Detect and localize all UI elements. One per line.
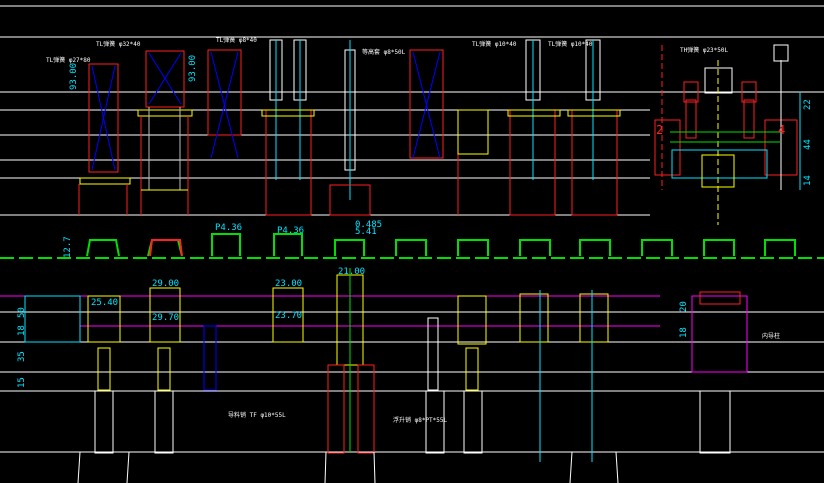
label-spring-4: TL弹簧 φ10*40 xyxy=(472,40,517,48)
dim-pitch-1: P4.36 xyxy=(215,223,242,233)
label-spring-3: TL弹簧 φ8*40 xyxy=(216,36,257,44)
dim-2100: 21.00 xyxy=(338,267,365,277)
dim-18: 18 xyxy=(679,327,689,338)
dim-top-2: 93.00 xyxy=(188,55,198,82)
label-spring-1: TL弹簧 φ27*80 xyxy=(46,56,91,64)
dim-2970: 29.70 xyxy=(152,313,179,323)
spring-4 xyxy=(409,49,444,159)
dim-left-18: 18 xyxy=(17,325,27,336)
dim-top-1: 93.00 xyxy=(69,63,79,90)
dim-right-5: 14 xyxy=(803,175,813,186)
strip-layout: P4.36 P4.36 0.485 5.41 12.7 xyxy=(0,220,824,259)
top-plates xyxy=(261,109,621,155)
dim-right-4: 44 xyxy=(803,139,813,150)
dim-left-15: 15 xyxy=(17,377,27,388)
dim-2900: 29.00 xyxy=(152,279,179,289)
dim-2370: 23.70 xyxy=(275,311,302,321)
right-top-assembly xyxy=(654,44,801,225)
spring-2 xyxy=(137,50,193,215)
top-labels: TL弹簧 φ27*80 TL弹簧 φ32*40 TL弹簧 φ8*40 等高套 φ… xyxy=(46,36,813,186)
label-spring-2: TL弹簧 φ32*40 xyxy=(96,40,141,48)
dim-2540: 25.40 xyxy=(91,298,118,308)
dim-strip-0485: 0.485 xyxy=(355,220,382,230)
top-punches xyxy=(269,39,601,200)
label-lifter-pin: 浮升销 φ8*PT*55L xyxy=(393,416,448,424)
top-punch-holders xyxy=(265,109,618,216)
dim-pitch-2: P4.36 xyxy=(277,226,304,236)
label-guide-pin: 导料销 TF φ10*55L xyxy=(228,411,286,419)
label-spring-6: TH弹簧 φ23*50L xyxy=(680,46,729,54)
spring-1 xyxy=(78,63,131,215)
strip-forms xyxy=(86,233,796,257)
label-stop-bolt: 等高套 φ8*50L xyxy=(362,48,406,56)
spring-3 xyxy=(207,49,242,159)
dim-strip-541: 5.41 xyxy=(355,227,377,237)
dim-20: 20 xyxy=(679,301,689,312)
dim-left-50: 50 xyxy=(17,307,27,318)
plate-lines xyxy=(0,5,824,453)
label-part-4: 4 xyxy=(778,123,785,137)
label-spring-5: TL弹簧 φ10*40 xyxy=(548,40,593,48)
bottom-section: 25.40 29.00 29.70 23.00 23.70 21.00 20 1… xyxy=(0,267,780,483)
dim-2300: 23.00 xyxy=(275,279,302,289)
dim-right-1: 22 xyxy=(803,99,813,110)
label-inner-guide: 内导柱 xyxy=(762,332,780,340)
dim-strip-height: 12.7 xyxy=(63,236,73,258)
dim-left-35: 35 xyxy=(17,351,27,362)
label-part-2: 2 xyxy=(656,123,663,137)
